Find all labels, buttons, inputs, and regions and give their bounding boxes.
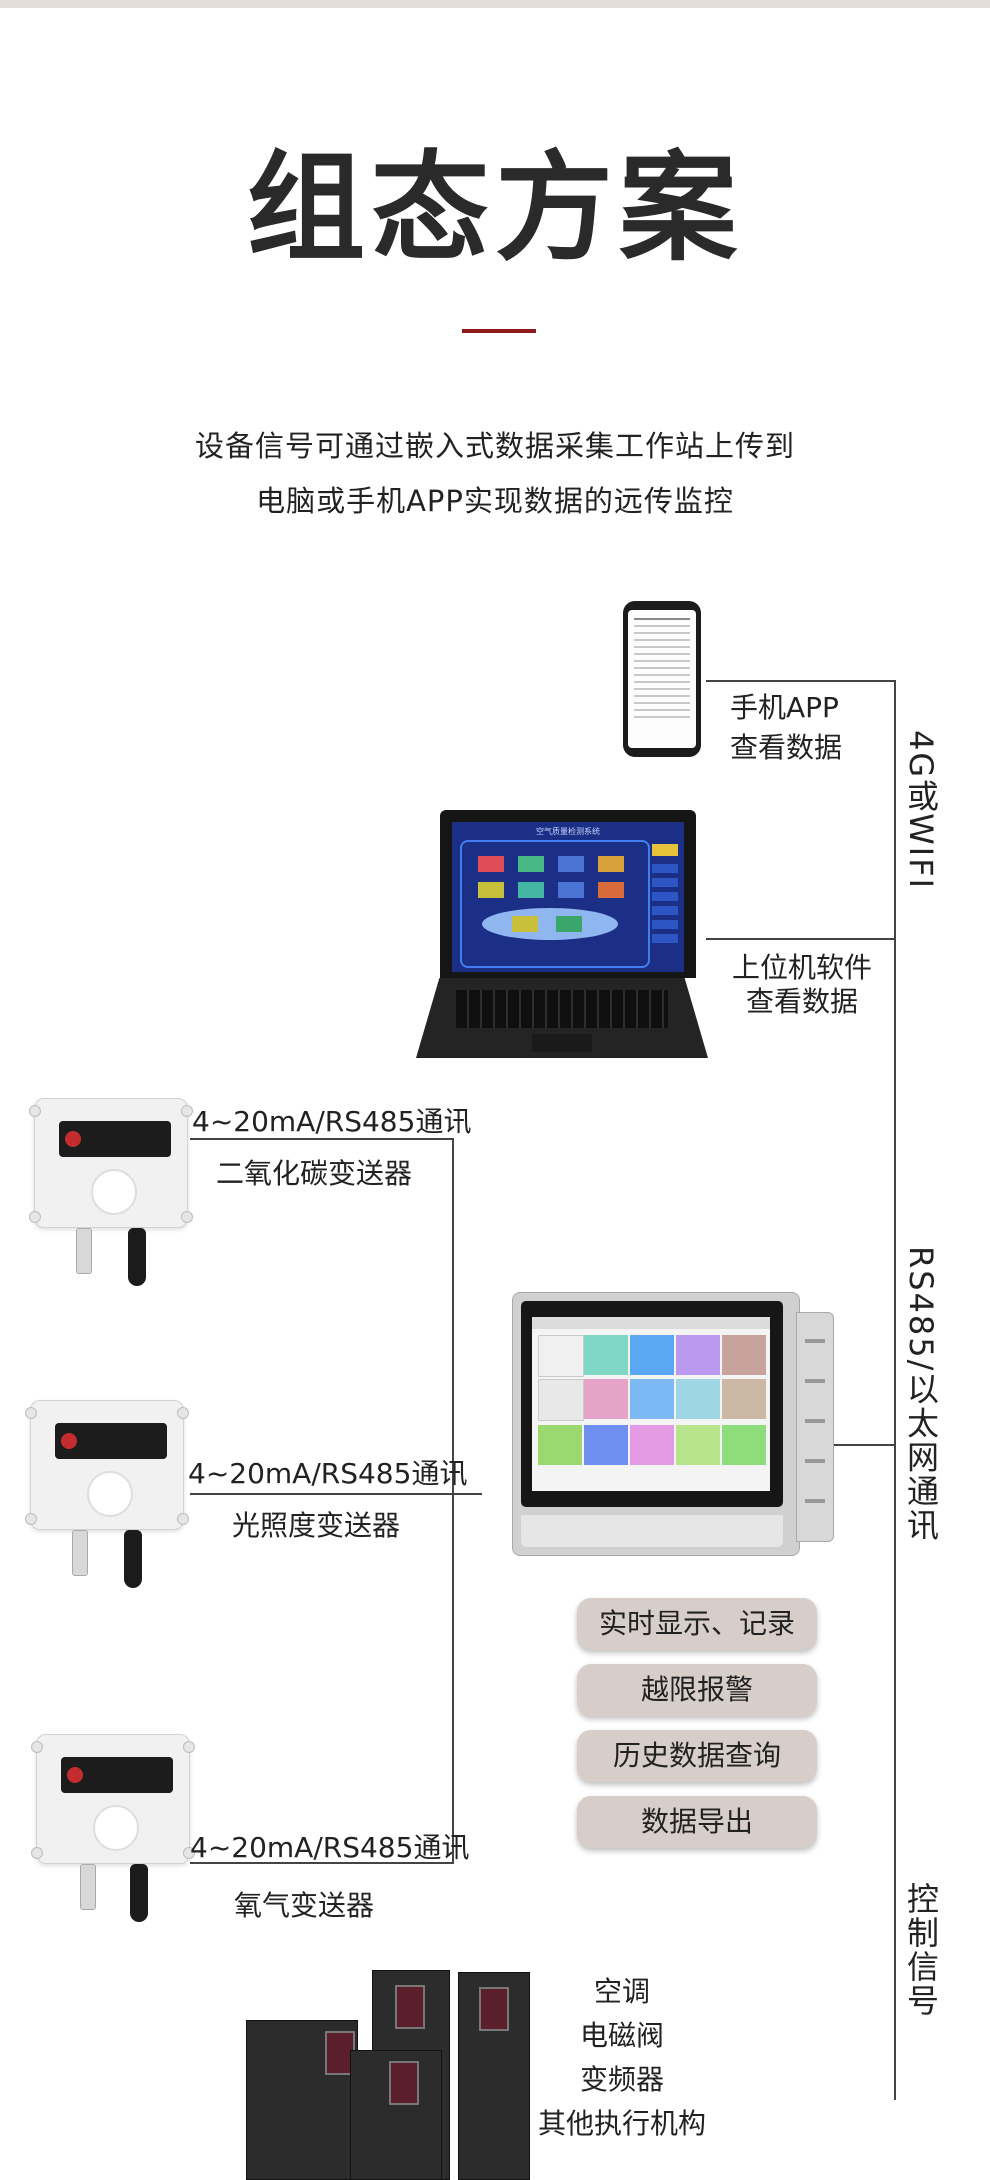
sensor-1-name: 二氧化碳变送器 [216, 1157, 413, 1190]
actuator-air-conditioner: 空调 [594, 1975, 651, 2008]
title-divider [462, 329, 536, 333]
sensor-1-cable [128, 1228, 146, 1286]
laptop-screen: 空气质量检测系统 [452, 822, 684, 972]
function-data-export: 数据导出 [577, 1796, 817, 1848]
paperless-recorder-icon [512, 1292, 800, 1556]
recorder-screen [532, 1317, 770, 1491]
oxygen-transmitter-icon [31, 1734, 195, 1864]
sensor-bus-line [452, 1138, 454, 1863]
light-transmitter-icon [25, 1400, 189, 1530]
laptop-keyboard [416, 978, 708, 1058]
main-trunk-line [894, 680, 896, 2100]
sensor-2-protocol: 4~20mA/RS485通讯 [188, 1457, 468, 1490]
phone-label-line-1: 手机APP [730, 691, 839, 724]
actuator-inverter: 变频器 [580, 2063, 665, 2096]
function-history-query: 历史数据查询 [577, 1730, 817, 1782]
inverter-icon [458, 1972, 530, 2180]
function-realtime-display: 实时显示、记录 [577, 1598, 817, 1650]
laptop-icon: 空气质量检测系统 [440, 810, 696, 978]
control-signal-label: 控制信号 [902, 1882, 940, 2018]
actuator-solenoid-valve: 电磁阀 [580, 2019, 665, 2052]
inverter-icon [350, 2050, 442, 2180]
sensor-2-probe [72, 1530, 88, 1576]
subtitle-line-1: 设备信号可通过嵌入式数据采集工作站上传到 [194, 429, 795, 463]
sensor-2-name: 光照度变送器 [232, 1509, 401, 1542]
sensor-3-protocol: 4~20mA/RS485通讯 [190, 1831, 470, 1864]
wired-link-label: RS485/以太网通讯 [902, 1246, 940, 1543]
function-limit-alarm: 越限报警 [577, 1664, 817, 1716]
inverter-icon [246, 2020, 358, 2180]
pc-connector-line [706, 938, 896, 940]
sensor-2-line [190, 1493, 482, 1495]
page-title: 组态方案 [246, 139, 743, 277]
sensor-3-cable [130, 1864, 148, 1922]
subtitle-line-2: 电脑或手机APP实现数据的远传监控 [256, 484, 734, 518]
sensor-2-cable [124, 1530, 142, 1588]
sensor-3-probe [80, 1864, 96, 1910]
phone-connector-line [706, 680, 896, 682]
sensor-3-name: 氧气变送器 [234, 1889, 375, 1922]
co2-transmitter-icon [29, 1098, 193, 1228]
actuator-other: 其他执行机构 [538, 2107, 707, 2140]
pc-label-line-2: 查看数据 [746, 985, 859, 1018]
recorder-connector-line [834, 1444, 896, 1446]
sensor-1-line [190, 1138, 454, 1140]
pc-label-line-1: 上位机软件 [732, 951, 873, 984]
sensor-3-line [190, 1862, 454, 1864]
smartphone-icon [623, 601, 701, 757]
laptop-screen-title: 空气质量检测系统 [536, 827, 600, 836]
top-band [0, 0, 990, 8]
sensor-1-protocol: 4~20mA/RS485通讯 [192, 1105, 472, 1138]
recorder-side-panel [796, 1312, 834, 1542]
phone-label-line-2: 查看数据 [730, 731, 843, 764]
wireless-link-label: 4G或WIFI [902, 730, 940, 891]
sensor-1-probe [76, 1228, 92, 1274]
